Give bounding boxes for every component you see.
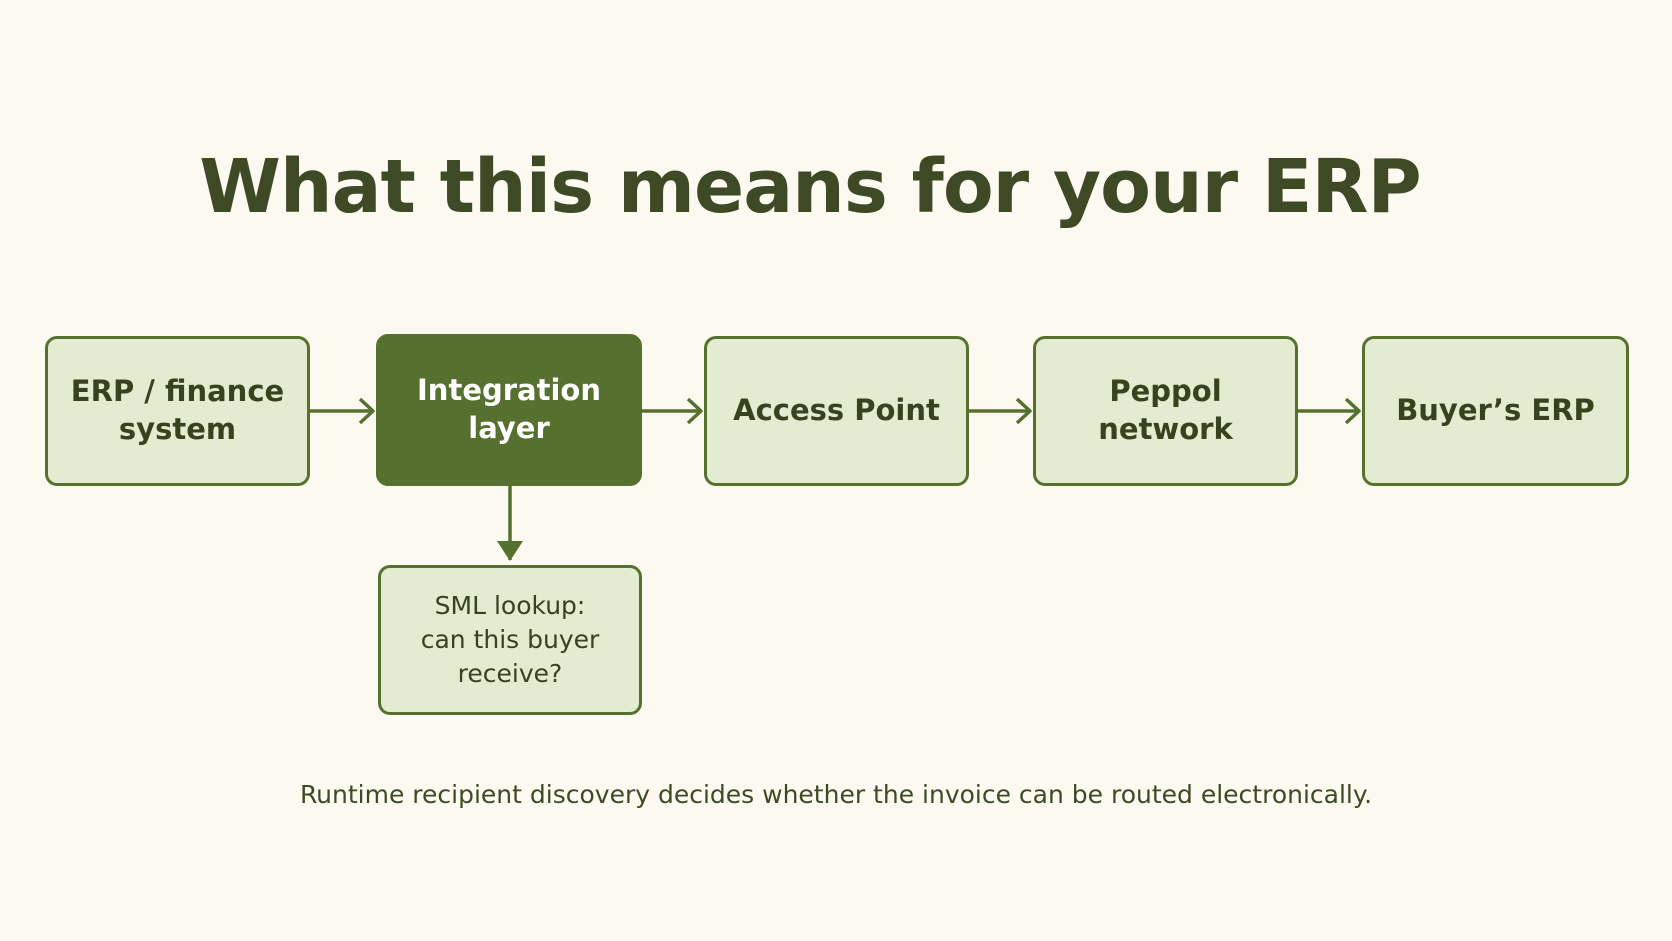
caption: Runtime recipient discovery decides whet…	[299, 780, 1373, 809]
node-label: Access Point	[733, 393, 940, 428]
arrow-integration-to-sml	[497, 486, 523, 561]
node-label: Buyer’s ERP	[1396, 393, 1595, 428]
node-buyers-erp: Buyer’s ERP	[1362, 336, 1629, 486]
node-label: SML lookup: can this buyer receive?	[420, 591, 600, 688]
arrow-integration-to-access-point	[642, 397, 703, 425]
node-erp-finance-system: ERP / finance system	[45, 336, 310, 486]
node-label: Integration layer	[417, 373, 601, 445]
node-access-point: Access Point	[704, 336, 969, 486]
arrow-peppol-to-buyer-erp	[1298, 397, 1361, 425]
node-peppol-network: Peppol network	[1033, 336, 1298, 486]
page-title: What this means for your ERP	[199, 144, 1421, 230]
node-label: Peppol network	[1098, 374, 1233, 446]
node-label: ERP / finance system	[70, 374, 285, 446]
arrow-erp-to-integration	[310, 397, 375, 425]
node-sml-lookup: SML lookup: can this buyer receive?	[378, 565, 642, 715]
arrow-access-point-to-peppol	[969, 397, 1032, 425]
node-integration-layer: Integration layer	[376, 334, 642, 486]
